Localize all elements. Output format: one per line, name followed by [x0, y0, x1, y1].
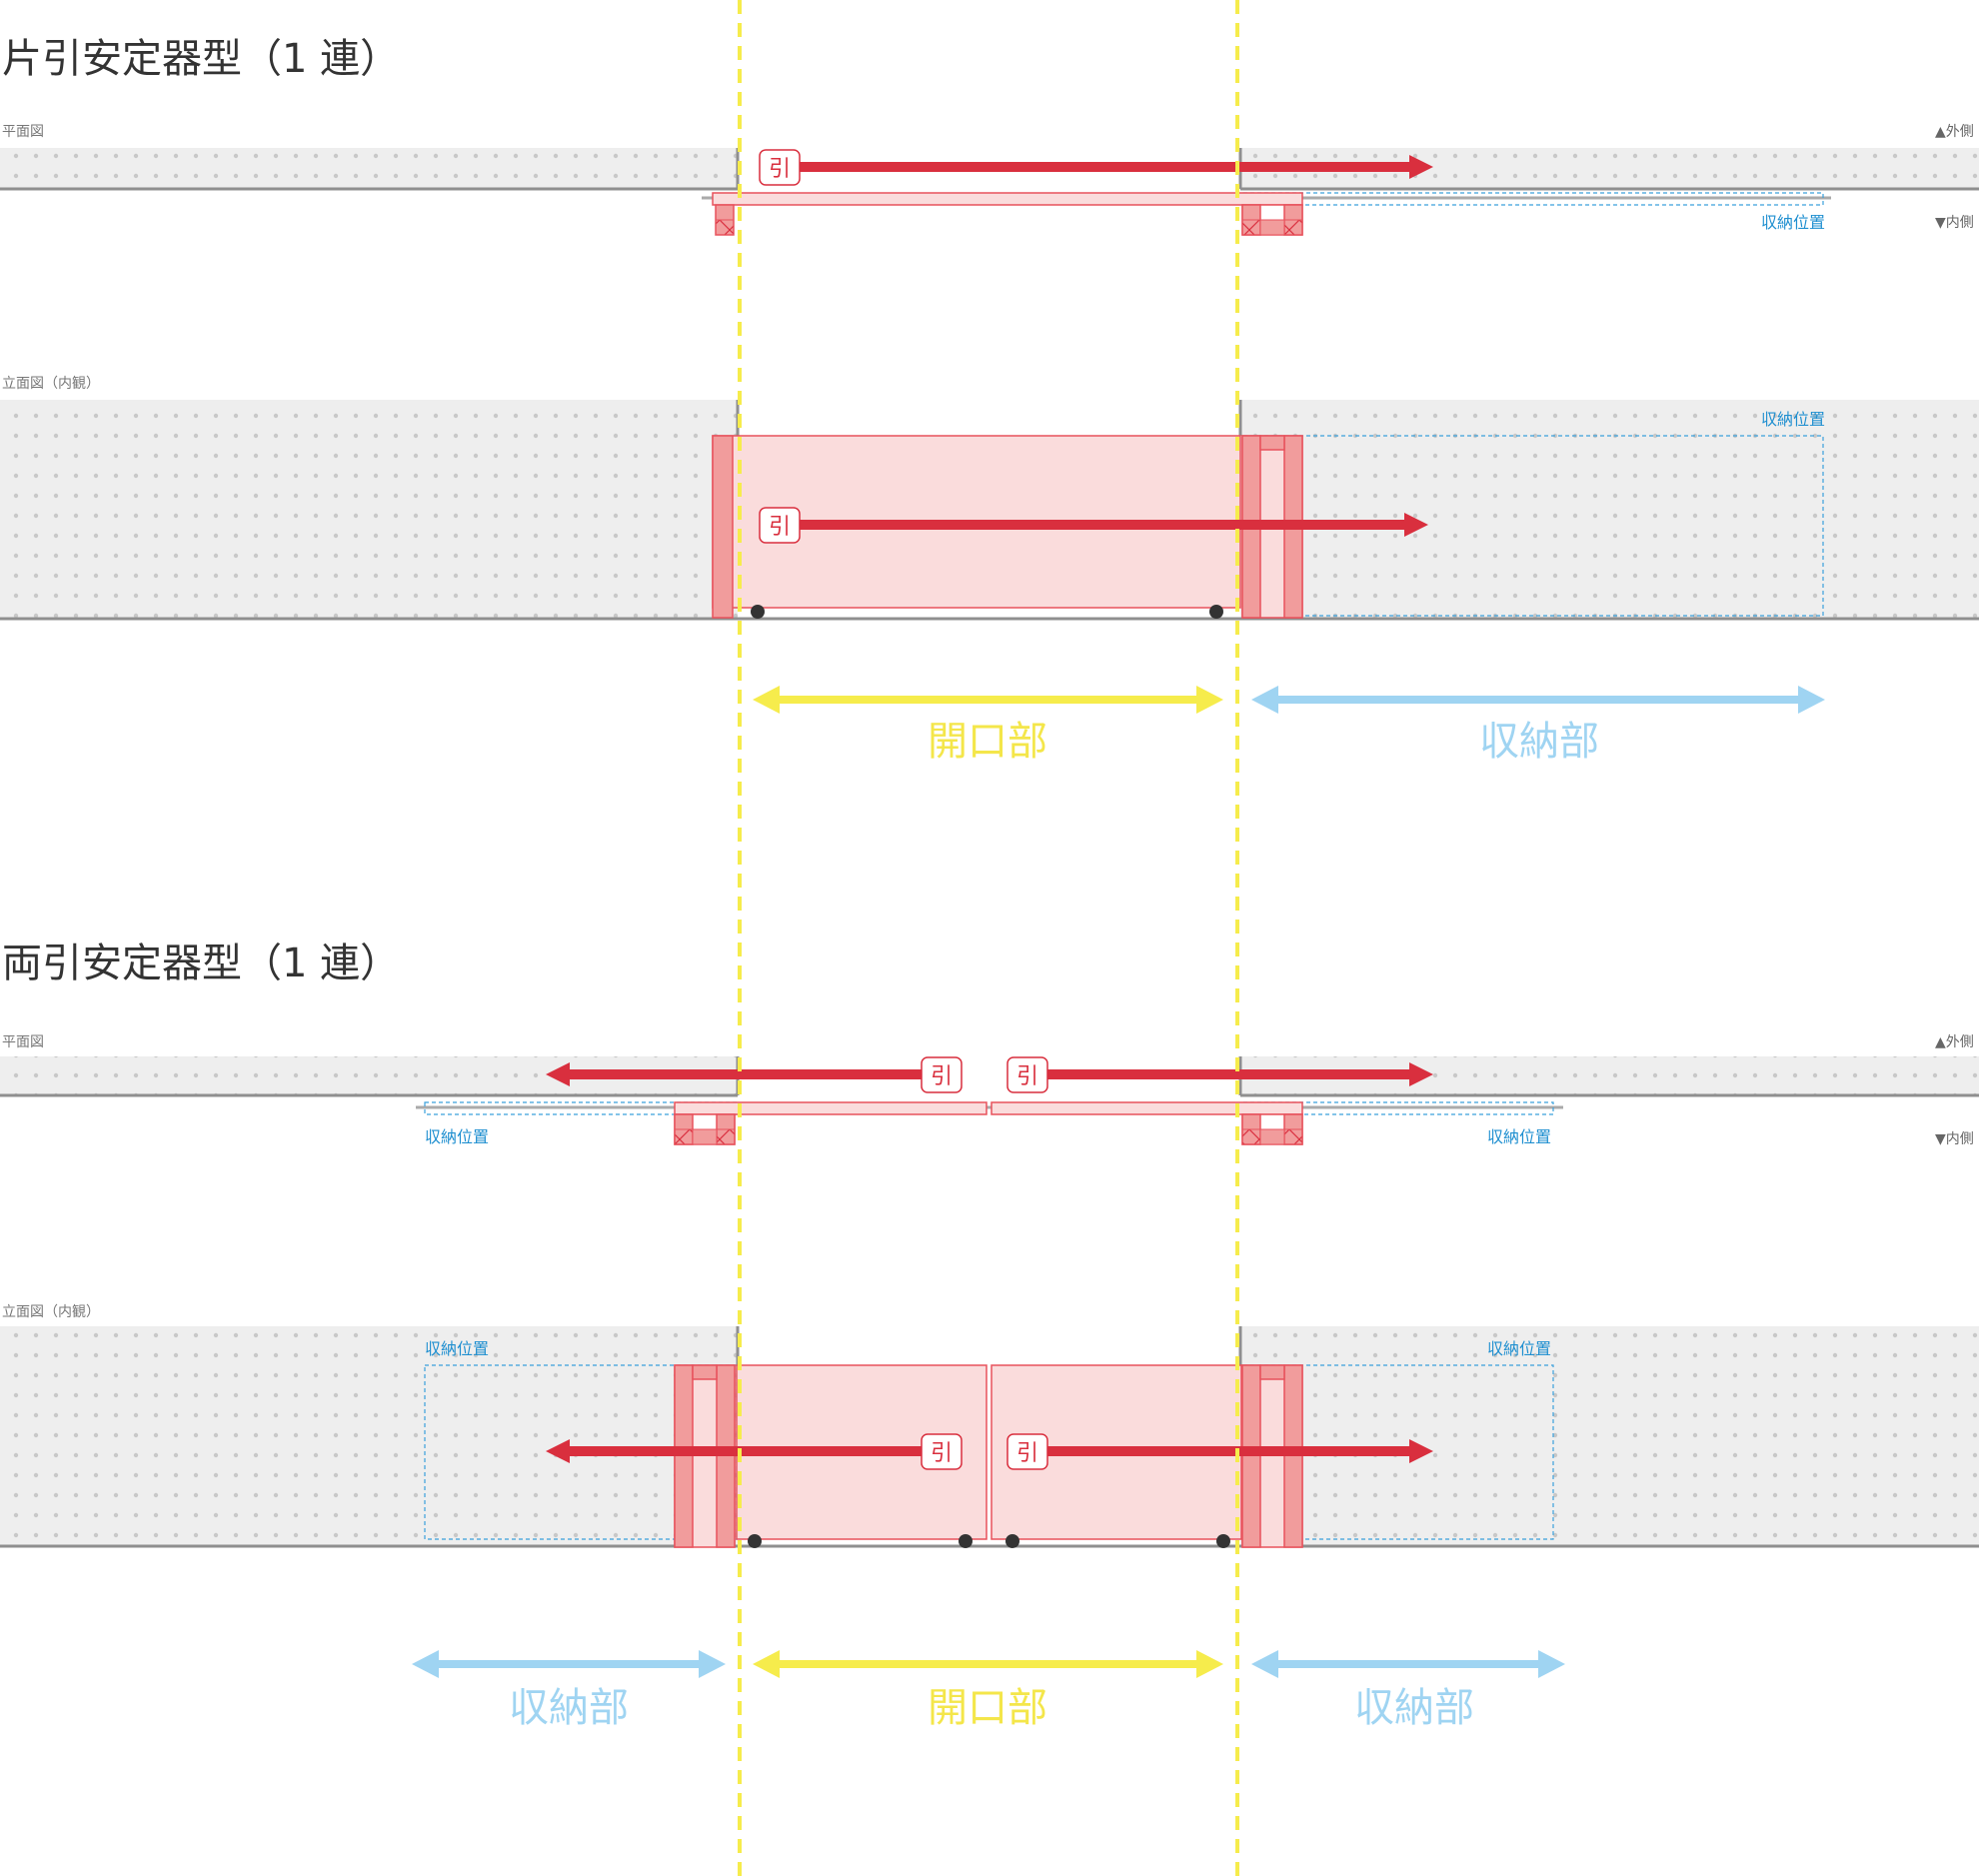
stabilizer-unit — [674, 1113, 736, 1145]
opening-label: 開口部 — [928, 1685, 1047, 1731]
opening-dimension: 開口部 — [753, 686, 1223, 765]
inside-label: ▼内側 — [1935, 215, 1974, 231]
svg-text:引: 引 — [769, 515, 791, 540]
elevation-view: 立面図（内観） 収納位置 — [0, 375, 1979, 621]
wheel — [748, 1534, 762, 1548]
storage-position-label: 収納位置 — [1487, 1127, 1551, 1146]
opening-dimension: 開口部 — [753, 1650, 1223, 1731]
pull-badge: 引 — [921, 1056, 963, 1093]
svg-text:引: 引 — [931, 1441, 953, 1466]
wheel — [1216, 1534, 1230, 1548]
wheel — [751, 605, 765, 619]
storage-label: 収納部 — [1479, 719, 1599, 765]
pull-direction-arrow-left — [546, 1439, 922, 1463]
gate-end-post — [712, 435, 734, 619]
section-single-slide: 片引安定器型（1 連） 平面図 ▲外側 ▼内側 — [0, 36, 1979, 765]
plan-view: 平面図 ▲外側 ▼内側 — [0, 1034, 1979, 1147]
plan-view-label: 平面図 — [2, 1034, 44, 1050]
elevation-view: 立面図（内観） 収納位置 収納位置 — [0, 1303, 1979, 1548]
pull-badge: 引 — [1006, 1056, 1048, 1093]
svg-text:引: 引 — [769, 157, 791, 182]
pull-direction-arrow-right — [1047, 1062, 1433, 1086]
svg-text:引: 引 — [1016, 1441, 1038, 1466]
storage-label: 収納部 — [509, 1685, 629, 1731]
section-double-slide: 両引安定器型（1 連） 平面図 ▲外側 ▼内側 — [0, 940, 1979, 1731]
wheel — [1005, 1534, 1019, 1548]
svg-text:引: 引 — [931, 1064, 953, 1089]
storage-dimension: 収納部 — [1251, 686, 1825, 765]
wheel — [959, 1534, 973, 1548]
storage-position-label: 収納位置 — [425, 1339, 489, 1358]
pull-direction-arrow — [800, 513, 1428, 537]
storage-position-box — [1242, 1364, 1554, 1540]
storage-dimension-left: 収納部 — [412, 1650, 726, 1731]
storage-position-label: 収納位置 — [425, 1127, 489, 1146]
section-title: 両引安定器型（1 連） — [2, 940, 400, 986]
pull-badge: 引 — [921, 1433, 963, 1470]
pull-badge: 引 — [759, 149, 801, 186]
plan-view: 平面図 ▲外側 ▼内側 — [0, 124, 1979, 236]
svg-text:引: 引 — [1016, 1064, 1038, 1089]
plan-view-label: 平面図 — [2, 124, 44, 140]
gate-panel — [674, 1101, 988, 1115]
elevation-view-label: 立面図（内観） — [2, 1303, 100, 1320]
storage-label: 収納部 — [1354, 1685, 1474, 1731]
pull-direction-arrow-left — [546, 1062, 922, 1086]
pull-direction-arrow — [800, 155, 1433, 179]
outside-label: ▲外側 — [1935, 1034, 1974, 1050]
section-title: 片引安定器型（1 連） — [2, 36, 400, 82]
storage-position-label: 収納位置 — [1761, 410, 1825, 429]
stabilizer-unit — [1241, 204, 1303, 236]
stabilizer-unit — [1241, 1113, 1303, 1145]
gate-panel — [990, 1101, 1303, 1115]
storage-position-label: 収納位置 — [1487, 1339, 1551, 1358]
pull-direction-arrow-right — [1047, 1439, 1433, 1463]
opening-label: 開口部 — [928, 719, 1047, 765]
storage-position-label: 収納位置 — [1761, 213, 1825, 232]
elevation-view-label: 立面図（内観） — [2, 375, 100, 392]
storage-dimension-right: 収納部 — [1251, 1650, 1565, 1731]
pull-badge: 引 — [759, 507, 801, 544]
wheel — [1209, 605, 1223, 619]
gate-panel — [712, 192, 1303, 206]
outside-label: ▲外側 — [1935, 124, 1974, 140]
inside-label: ▼内側 — [1935, 1131, 1974, 1147]
pull-badge: 引 — [1006, 1433, 1048, 1470]
